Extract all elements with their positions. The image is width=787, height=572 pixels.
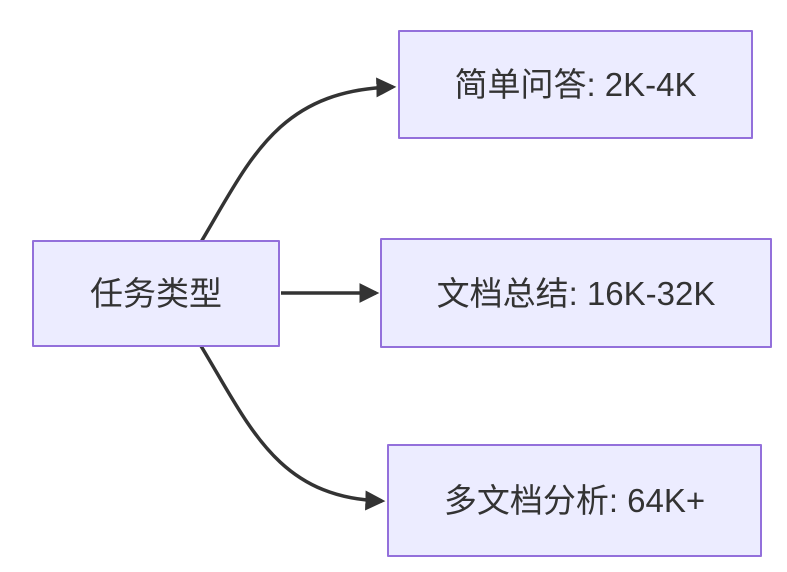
node-multi-doc-analysis: 多文档分析: 64K+: [387, 444, 762, 557]
edge-root-to-branch0: [199, 77, 397, 243]
node-simple-qa-label: 简单问答: 2K-4K: [454, 66, 697, 103]
node-simple-qa: 简单问答: 2K-4K: [398, 30, 753, 139]
node-multi-doc-analysis-label: 多文档分析: 64K+: [443, 482, 706, 519]
edge-root-to-branch2: [199, 345, 386, 511]
node-doc-summary-label: 文档总结: 16K-32K: [436, 274, 716, 312]
node-task-type-label: 任务类型: [90, 275, 222, 312]
node-task-type: 任务类型: [32, 240, 280, 347]
node-doc-summary: 文档总结: 16K-32K: [380, 238, 772, 348]
